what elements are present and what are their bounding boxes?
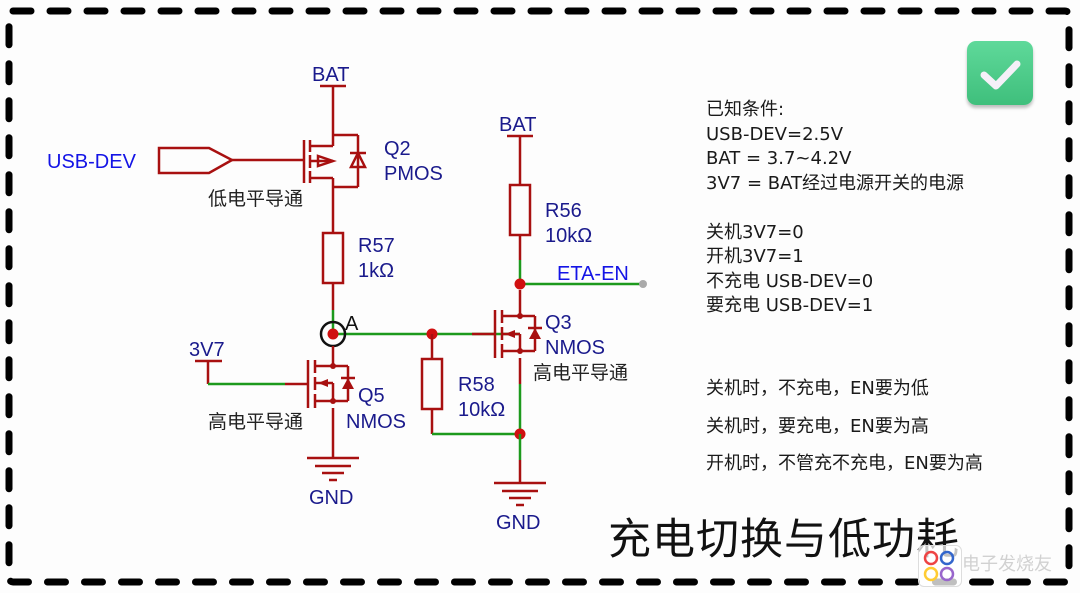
rule-line: 开机时，不管充不充电，EN要为高 — [706, 453, 983, 474]
q5-type: NMOS — [346, 411, 406, 433]
q3-type: NMOS — [545, 337, 605, 359]
r56-resistor — [508, 183, 532, 237]
r58-value: 10kΩ — [458, 399, 505, 421]
dashed-frame — [5, 7, 1073, 586]
rule-line: 关机时，要充电，EN要为高 — [706, 415, 929, 437]
eta-en-port-terminal[interactable] — [639, 280, 647, 288]
notes-line: BAT = 3.7~4.2V — [706, 148, 852, 169]
node-a-label: A — [345, 313, 359, 335]
q2-note: 低电平导通 — [208, 188, 303, 210]
r56-value: 10kΩ — [545, 225, 592, 247]
gnd-symbol-right — [494, 481, 546, 507]
check-badge — [967, 41, 1033, 105]
notes-line — [706, 196, 964, 221]
q2-pmos-symbol — [302, 133, 368, 189]
r58-resistor — [420, 357, 444, 411]
r56-ref: R56 — [545, 200, 582, 222]
net-label-bat-right: BAT — [499, 114, 536, 136]
net-label-bat-left: BAT — [312, 64, 349, 86]
enable-rules: 关机时，不充电，EN要为低 关机时，要充电，EN要为高 开机时，不管充不充电，E… — [706, 370, 983, 483]
port-label-usb-dev: USB-DEV — [47, 151, 137, 173]
q2-ref: Q2 — [384, 138, 411, 160]
net-label-gnd-left: GND — [309, 487, 353, 509]
known-conditions: 已知条件: USB-DEV=2.5V BAT = 3.7~4.2V 3V7 = … — [706, 98, 964, 319]
notes-line: 不充电 USB-DEV=0 — [706, 270, 874, 292]
q3-nmos-symbol — [472, 310, 542, 358]
port-label-eta-en: ETA-EN — [557, 263, 629, 285]
usb-dev-port — [157, 146, 235, 175]
page-title: 充电切换与低功耗 — [608, 515, 960, 565]
r58-ref: R58 — [458, 374, 495, 396]
q5-ref: Q5 — [358, 385, 385, 407]
r57-ref: R57 — [358, 235, 395, 257]
check-icon — [980, 60, 1021, 90]
watermark-logo-icon — [918, 545, 962, 587]
gnd-symbol-left — [307, 456, 359, 482]
q2-type: PMOS — [384, 163, 443, 185]
notes-heading: 已知条件: — [706, 99, 785, 120]
junction-dot — [327, 328, 339, 340]
net-label-gnd-right: GND — [496, 512, 540, 534]
q3-ref: Q3 — [545, 312, 572, 334]
notes-line: 3V7 = BAT经过电源开关的电源 — [706, 172, 965, 194]
q3-note: 高电平导通 — [533, 362, 628, 384]
notes-line: 要充电 USB-DEV=1 — [706, 295, 874, 316]
q5-nmos-symbol — [306, 360, 355, 408]
junction-dot — [514, 278, 526, 290]
rule-line: 关机时，不充电，EN要为低 — [706, 378, 929, 399]
watermark-text: 电子发烧友 — [962, 554, 1052, 575]
q5-note: 高电平导通 — [208, 411, 303, 433]
r57-resistor — [321, 231, 345, 285]
r57-value: 1kΩ — [358, 260, 394, 282]
notes-line: USB-DEV=2.5V — [706, 123, 844, 145]
notes-line: 开机3V7=1 — [706, 246, 804, 267]
notes-line: 关机3V7=0 — [706, 221, 804, 243]
net-label-3v7: 3V7 — [189, 339, 225, 361]
